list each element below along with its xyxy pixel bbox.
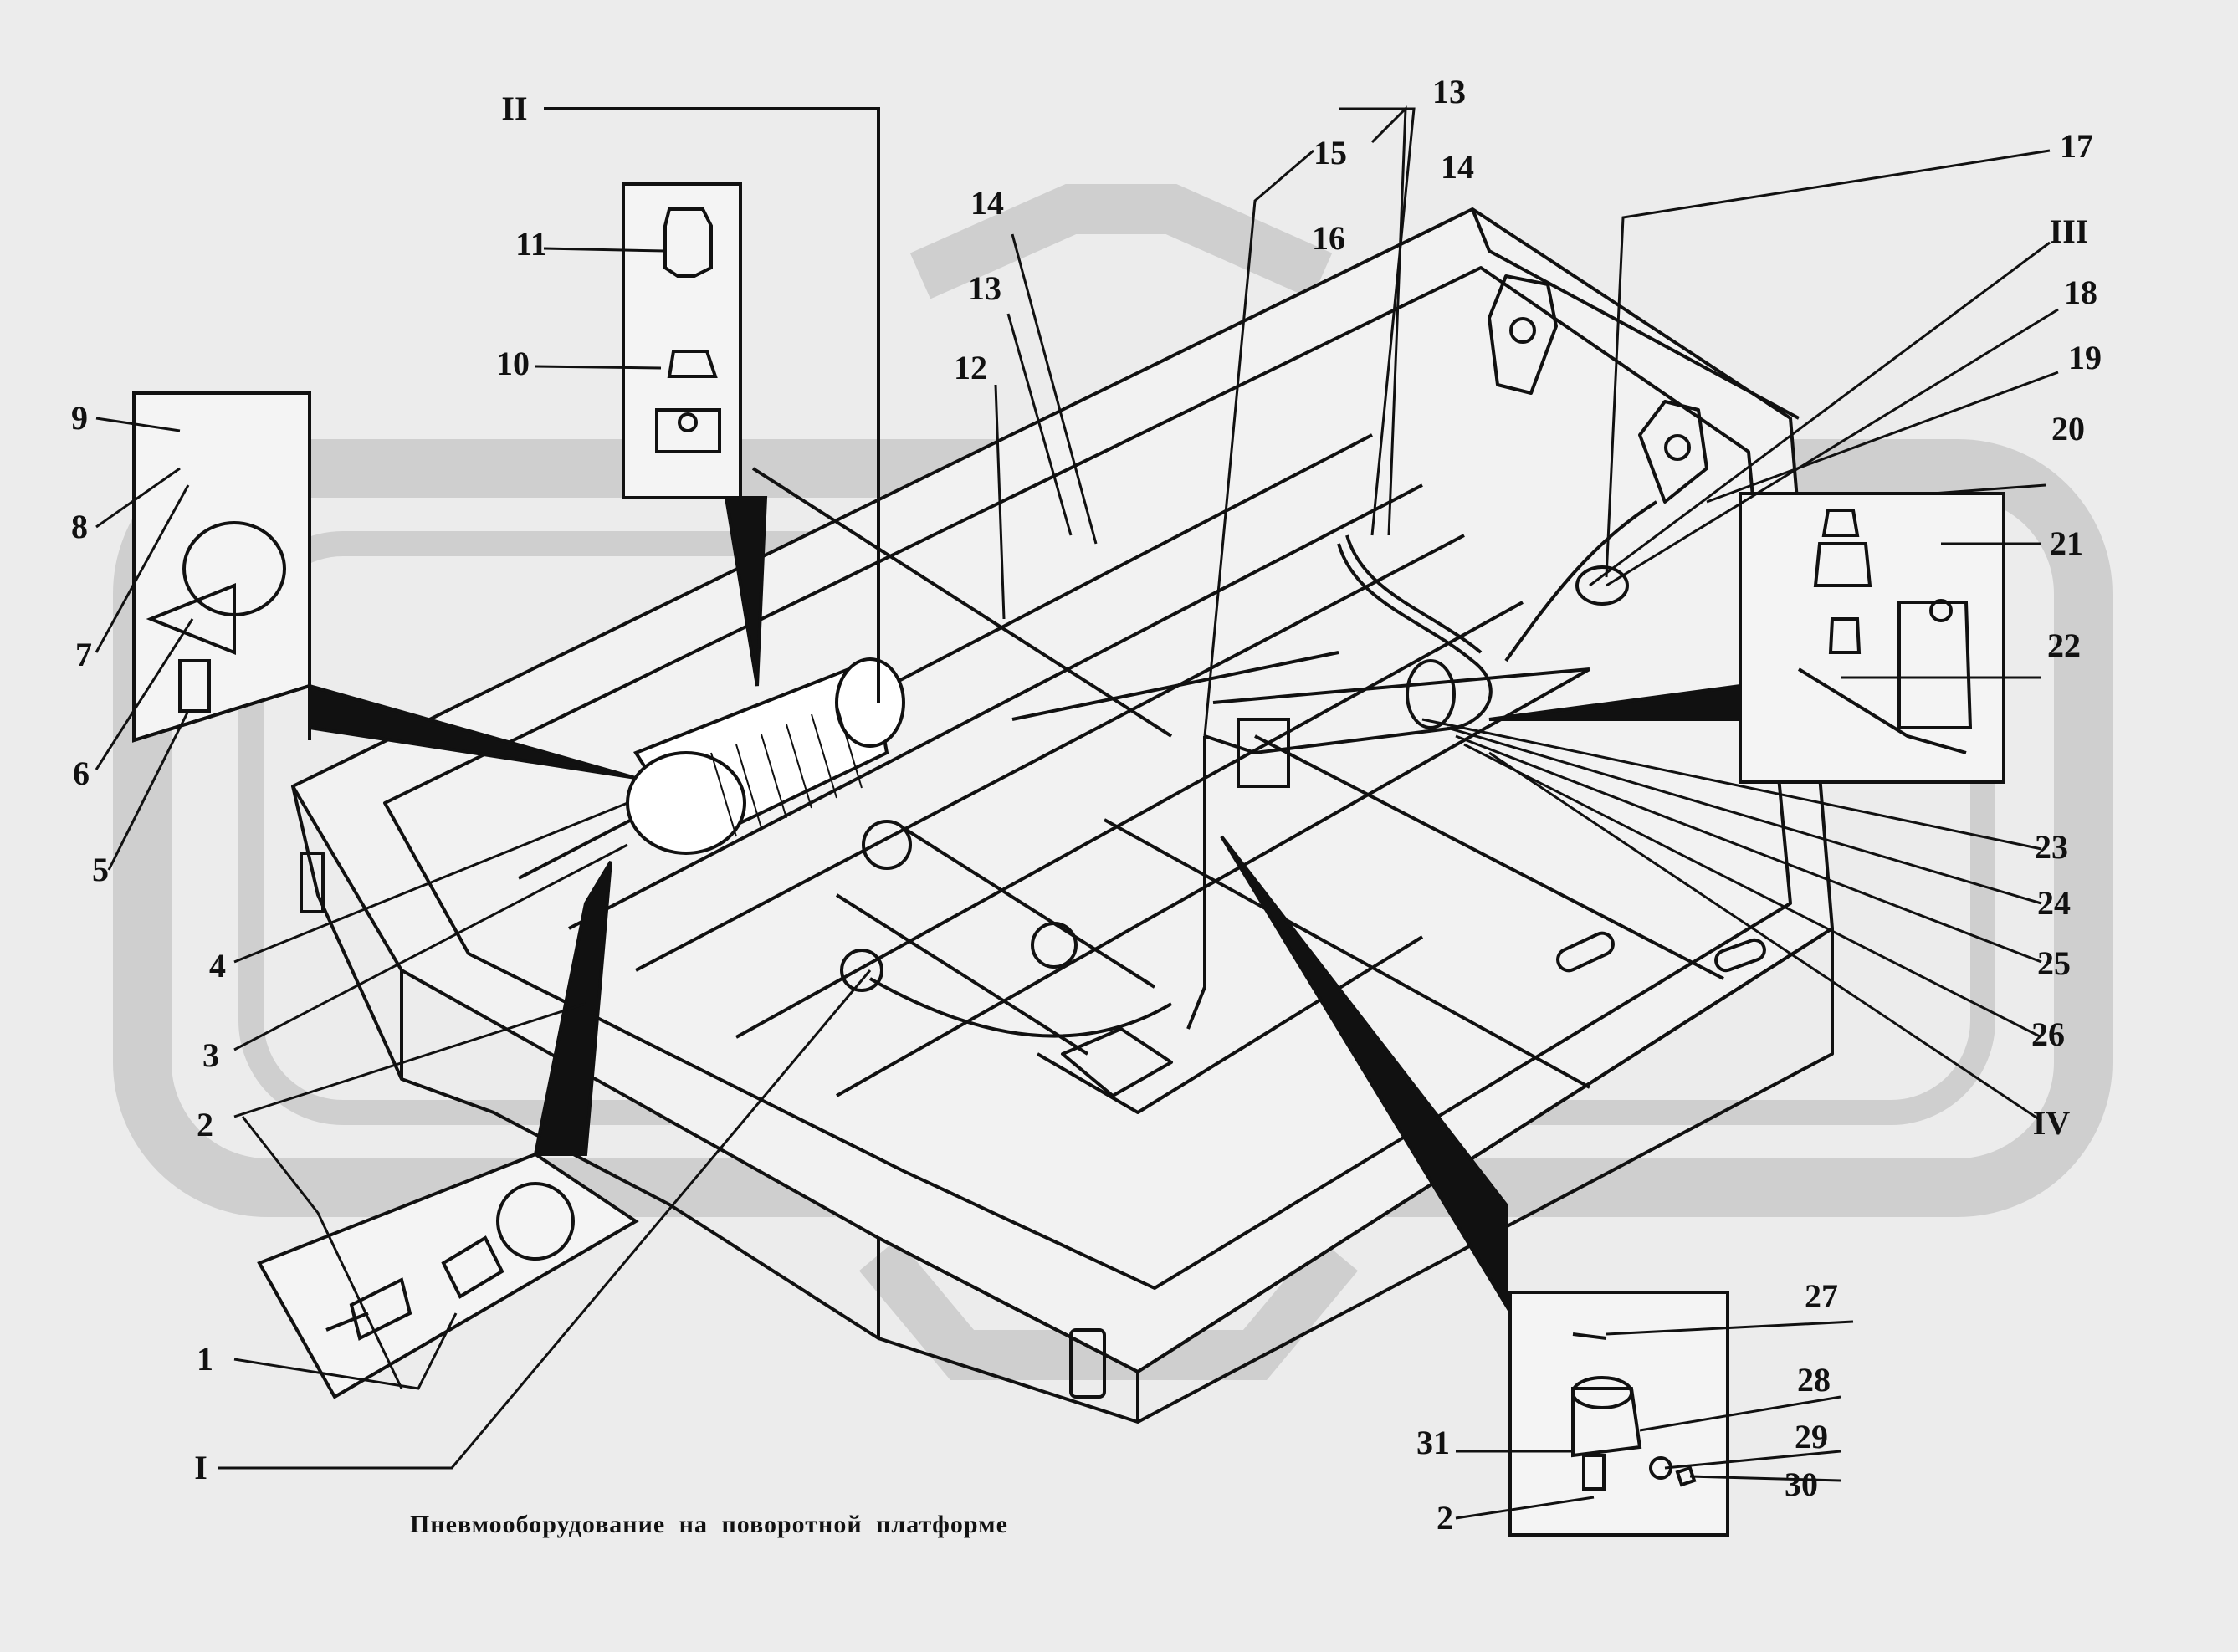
air-receiver xyxy=(626,657,905,855)
callout-27: 27 xyxy=(1805,1277,1838,1315)
callout-10: 10 xyxy=(496,345,530,382)
callout-18: 18 xyxy=(2064,274,2097,311)
view-marker-II: II xyxy=(501,90,528,127)
callout-19: 19 xyxy=(2068,339,2102,376)
callout-26: 26 xyxy=(2031,1015,2065,1053)
callout-13-left: 13 xyxy=(968,269,1001,307)
air-pipes xyxy=(869,500,1658,1038)
view-marker-III: III xyxy=(2049,212,2089,250)
callout-14-right: 14 xyxy=(1441,148,1474,186)
callout-29: 29 xyxy=(1795,1418,1828,1455)
inset-II xyxy=(544,107,880,703)
callout-2-left: 2 xyxy=(197,1106,213,1143)
view-marker-I: I xyxy=(194,1449,207,1486)
callout-8: 8 xyxy=(71,508,88,545)
callout-9: 9 xyxy=(71,399,88,437)
leader-lines xyxy=(95,105,2059,1520)
callout-24: 24 xyxy=(2037,884,2071,922)
callout-5: 5 xyxy=(92,851,109,888)
callout-16: 16 xyxy=(1312,219,1345,257)
callout-2-right: 2 xyxy=(1437,1499,1453,1537)
callout-17: 17 xyxy=(2060,127,2093,165)
inset-left xyxy=(132,391,637,780)
callout-31: 31 xyxy=(1416,1424,1450,1461)
callout-1: 1 xyxy=(197,1340,213,1378)
inset-III xyxy=(1488,492,2005,784)
callout-3: 3 xyxy=(202,1036,219,1074)
callout-22: 22 xyxy=(2047,627,2081,664)
callout-6: 6 xyxy=(73,754,90,792)
view-marker-IV: IV xyxy=(2032,1104,2071,1142)
diagram-caption: Пневмооборудование на поворотной платфор… xyxy=(410,1511,1008,1538)
callout-11: 11 xyxy=(515,225,547,263)
callout-23: 23 xyxy=(2035,828,2068,866)
callout-13-right: 13 xyxy=(1432,73,1466,110)
callout-25: 25 xyxy=(2037,944,2071,982)
callout-28: 28 xyxy=(1797,1361,1831,1399)
callout-7: 7 xyxy=(75,636,92,673)
callout-21: 21 xyxy=(2050,524,2083,562)
callout-14-left: 14 xyxy=(970,184,1004,222)
callout-4: 4 xyxy=(209,947,226,985)
callout-20: 20 xyxy=(2051,410,2085,448)
inset-IV xyxy=(1220,835,1729,1537)
callout-15: 15 xyxy=(1314,134,1347,171)
callout-30: 30 xyxy=(1785,1465,1818,1503)
callout-12: 12 xyxy=(954,349,987,386)
